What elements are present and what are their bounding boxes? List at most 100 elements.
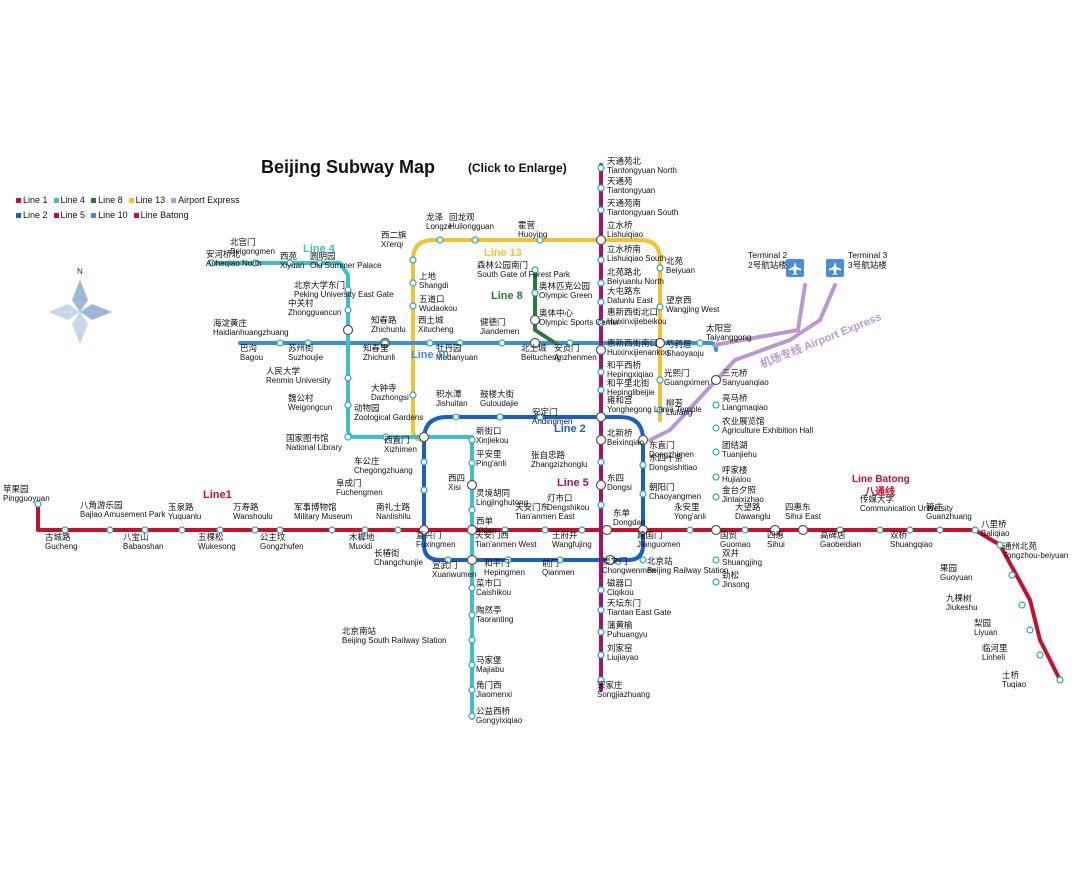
station-olympic-sports-center[interactable] [529, 314, 541, 326]
station-communication-university[interactable] [876, 526, 884, 534]
station-lingjinghutong[interactable] [468, 506, 476, 514]
station-lishuiqiao[interactable] [595, 234, 607, 246]
station-tian-anmen-west[interactable] [501, 526, 509, 534]
station-shuangjing[interactable] [712, 556, 720, 564]
station-xi-erqi[interactable] [409, 256, 417, 264]
station-dongzhimen[interactable] [637, 434, 649, 446]
station-xiyuan[interactable] [286, 259, 294, 267]
station-guloudajie[interactable] [496, 413, 504, 421]
station-shangdi[interactable] [409, 279, 417, 287]
station-jianguomen[interactable] [637, 524, 649, 536]
station-changchunjie[interactable] [444, 556, 452, 564]
station-zoological-gardens[interactable] [382, 433, 390, 441]
station-baliqiao[interactable] [971, 526, 979, 534]
station-longze[interactable] [436, 236, 444, 244]
station-beijing-railway-station[interactable] [639, 556, 647, 564]
station-sanyuanqiao[interactable] [710, 374, 722, 386]
station-hujialou[interactable] [712, 473, 720, 481]
station-tongzhou-beiyuan[interactable] [996, 541, 1004, 549]
station-huixinxijiebeikou[interactable] [597, 319, 605, 327]
station-huixinxijienankou[interactable] [595, 344, 607, 356]
station-fuxingmen[interactable] [418, 524, 430, 536]
enlarge-link[interactable]: (Click to Enlarge) [468, 161, 567, 175]
station-anheqiao-north[interactable] [208, 259, 216, 267]
station-xidan[interactable] [466, 524, 478, 536]
station-yonghegong-lama-temple[interactable] [595, 411, 607, 423]
station-tian-anmen-east[interactable] [541, 526, 549, 534]
station-zhongguancun[interactable] [344, 306, 352, 314]
station-wanshoulu[interactable] [251, 526, 259, 534]
station-agriculture-exhibition-hall[interactable] [712, 424, 720, 432]
station-ping-anli[interactable] [468, 459, 476, 467]
station-yong-anli[interactable] [686, 526, 694, 534]
station-ciqikou[interactable] [597, 586, 605, 594]
station-peking-university-east-gate[interactable] [344, 286, 352, 294]
station-beigongmen[interactable] [251, 259, 259, 267]
station-caishikou[interactable] [468, 584, 476, 592]
station-xuanwumen[interactable] [466, 554, 478, 566]
station-mudanyuan[interactable] [456, 339, 464, 347]
station-guangximen[interactable] [656, 376, 664, 384]
station-dawanglu[interactable] [741, 526, 749, 534]
station-pingguoyuan[interactable] [34, 500, 42, 508]
station-guanzhuang[interactable] [936, 526, 944, 534]
station-liyuan[interactable] [1026, 626, 1034, 634]
station-zhichunli[interactable] [381, 339, 389, 347]
station-sihui-east[interactable] [797, 524, 809, 536]
station-dongsi[interactable] [595, 479, 607, 491]
station-bagou[interactable] [276, 339, 284, 347]
station-gucheng[interactable] [61, 526, 69, 534]
station-hepinglibeijie[interactable] [597, 386, 605, 394]
station-guoyuan[interactable] [1008, 571, 1016, 579]
station-lishuiqiao-south[interactable] [597, 256, 605, 264]
station-bajiao-amusement-park[interactable] [106, 526, 114, 534]
station-tiantongyuan[interactable] [597, 184, 605, 192]
station-linheli[interactable] [1036, 651, 1044, 659]
station-muxidi[interactable] [361, 526, 369, 534]
station-gongyixiqiao[interactable] [468, 712, 476, 720]
station-jinsong[interactable] [712, 578, 720, 586]
station-puhuangyu[interactable] [597, 628, 605, 636]
station-shuangqiao[interactable] [906, 526, 914, 534]
station-jishuitan[interactable] [452, 413, 460, 421]
station-wukesong[interactable] [216, 526, 224, 534]
station-xizhimen[interactable] [418, 431, 430, 443]
station-guomao[interactable] [710, 524, 722, 536]
station-huoying[interactable] [536, 236, 544, 244]
station-liujiayao[interactable] [597, 651, 605, 659]
station-gongzhufen[interactable] [276, 526, 284, 534]
station-gaobeidian[interactable] [836, 526, 844, 534]
station-jintaixizhao[interactable] [712, 493, 720, 501]
station-datunlu-east[interactable] [597, 298, 605, 306]
station-beiyuanlu-north[interactable] [597, 279, 605, 287]
station-fuchengmen[interactable] [420, 486, 428, 494]
station-yuquanlu[interactable] [178, 526, 186, 534]
station-babaoshan[interactable] [141, 526, 149, 534]
station-hepingmen[interactable] [504, 556, 512, 564]
station-olympic-green[interactable] [531, 289, 539, 297]
station-wudaokou[interactable] [409, 302, 417, 310]
station-anzhenmen[interactable] [566, 339, 574, 347]
station-tiantongyuan-north[interactable] [597, 164, 605, 172]
station-huilongguan[interactable] [471, 236, 479, 244]
station-andingmen[interactable] [536, 413, 544, 421]
station-renmin-university[interactable] [344, 374, 352, 382]
station-national-library[interactable] [344, 433, 352, 441]
station-chongwenmen[interactable] [604, 554, 616, 566]
station-hepingxiqiao[interactable] [597, 368, 605, 376]
station-liangmaqiao[interactable] [712, 401, 720, 409]
station-liufang[interactable] [656, 406, 664, 414]
station-zhangzizhonglu[interactable] [597, 458, 605, 466]
station-majiabu[interactable] [468, 661, 476, 669]
station-sihui[interactable] [769, 524, 781, 536]
station-dongsishitiao[interactable] [639, 461, 647, 469]
station-taoranting[interactable] [468, 611, 476, 619]
station-tuanjiehu[interactable] [712, 448, 720, 456]
station-beitucheng[interactable] [529, 337, 541, 349]
station-wangfujing[interactable] [578, 526, 586, 534]
station-beiyuan[interactable] [656, 264, 664, 272]
station-suzhoujie[interactable] [304, 339, 312, 347]
station-taiyanggong[interactable] [696, 339, 704, 347]
